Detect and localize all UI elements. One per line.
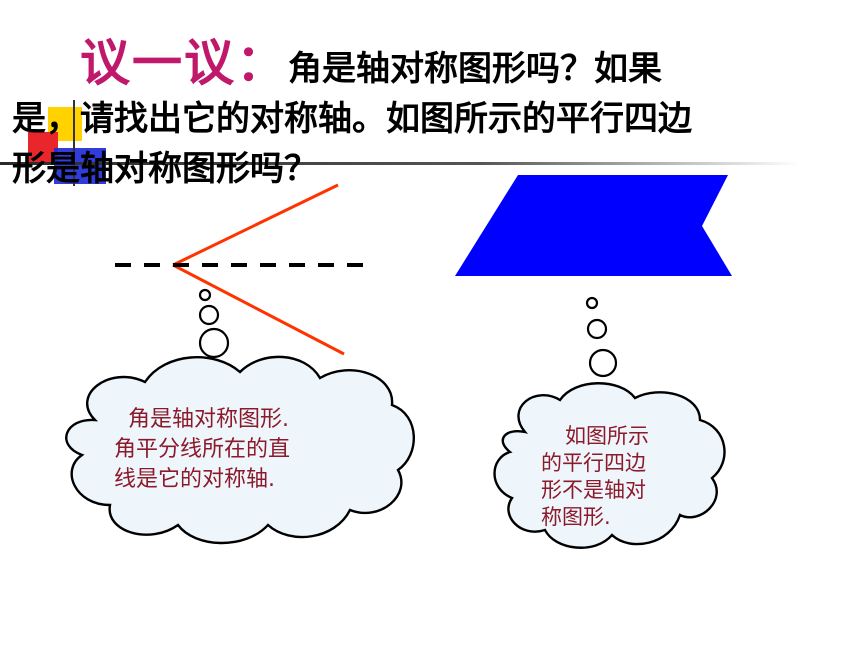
right-bubble-medium — [586, 318, 608, 340]
right-cloud-line-3: 形不是轴对 — [541, 478, 646, 502]
angle-figure — [115, 183, 365, 356]
left-cloud-shape — [65, 355, 415, 545]
heading-lead: 议一议 — [80, 34, 236, 92]
right-thought-bubbles — [585, 296, 618, 378]
left-bubble-medium — [198, 304, 220, 326]
heading-colon: ： — [236, 34, 288, 92]
right-cloud-shape — [493, 382, 726, 549]
angle-lower-ray — [172, 263, 345, 356]
right-cloud-line-4: 称图形. — [541, 505, 611, 529]
heading-line-1-text: 角是轴对称图形吗？如果 — [288, 49, 662, 89]
heading-line-3: 形是轴对称图形吗？ — [12, 149, 318, 189]
heading-line-2: 是，请找出它的对称轴。如图所示的平行四边 — [12, 99, 692, 139]
left-cloud-text: 角是轴对称图形. 角平分线所在的直 线是它的对称轴. — [114, 405, 354, 495]
parallelogram-shape — [455, 175, 732, 276]
right-cloud-text: 如图所示 的平行四边 形不是轴对 称图形. — [541, 423, 691, 531]
left-bubble-small — [198, 288, 212, 302]
left-cloud-line-2: 角平分线所在的直 — [114, 437, 291, 462]
left-cloud-line-3: 线是它的对称轴. — [114, 467, 275, 492]
heading: 议一议：角是轴对称图形吗？如果 是，请找出它的对称轴。如图所示的平行四边 形是轴… — [12, 38, 792, 194]
right-bubble-large — [588, 348, 618, 378]
left-thought-bubbles — [198, 288, 230, 359]
deco-red-square — [28, 132, 58, 162]
deco-blue-square — [54, 148, 106, 184]
right-cloud-line-1: 如图所示 — [565, 424, 649, 448]
angle-upper-ray — [172, 183, 339, 267]
deco-vertical-line — [73, 100, 75, 186]
left-cloud-line-1: 角是轴对称图形. — [128, 407, 289, 432]
left-bubble-large — [198, 327, 230, 359]
title-underline — [0, 162, 800, 165]
heading-line-1: 议一议：角是轴对称图形吗？如果 — [12, 38, 792, 94]
right-bubble-small — [585, 296, 599, 310]
right-cloud-line-2: 的平行四边 — [541, 451, 646, 475]
